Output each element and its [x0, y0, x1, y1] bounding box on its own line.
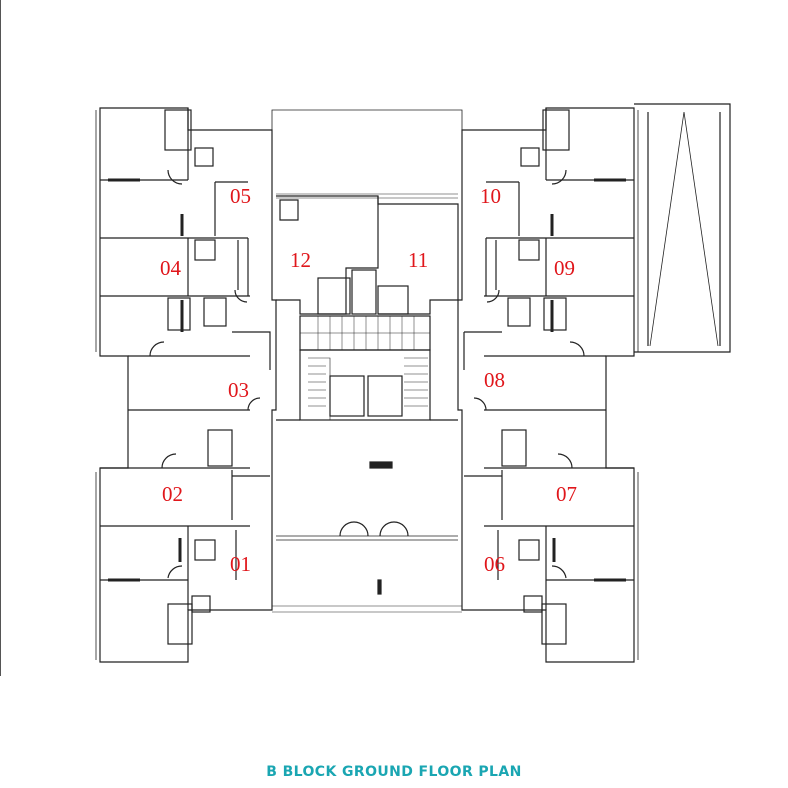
unit-label-01: 01 — [230, 552, 251, 576]
unit-label-12: 12 — [290, 248, 311, 272]
unit-label-11: 11 — [408, 248, 429, 272]
unit-label-02: 02 — [162, 482, 183, 506]
unit-label-08: 08 — [484, 368, 505, 392]
plan-title: B BLOCK GROUND FLOOR PLAN — [266, 764, 522, 780]
unit-label-09: 09 — [554, 256, 575, 280]
unit-label-06: 06 — [484, 552, 505, 576]
unit-label-05: 05 — [230, 184, 251, 208]
unit-label-04: 04 — [160, 256, 181, 280]
unit-label-03: 03 — [228, 378, 249, 402]
unit-label-10: 10 — [480, 184, 501, 208]
unit-label-07: 07 — [556, 482, 577, 506]
right-wing-outline — [457, 107, 635, 663]
page-border — [0, 0, 1, 676]
